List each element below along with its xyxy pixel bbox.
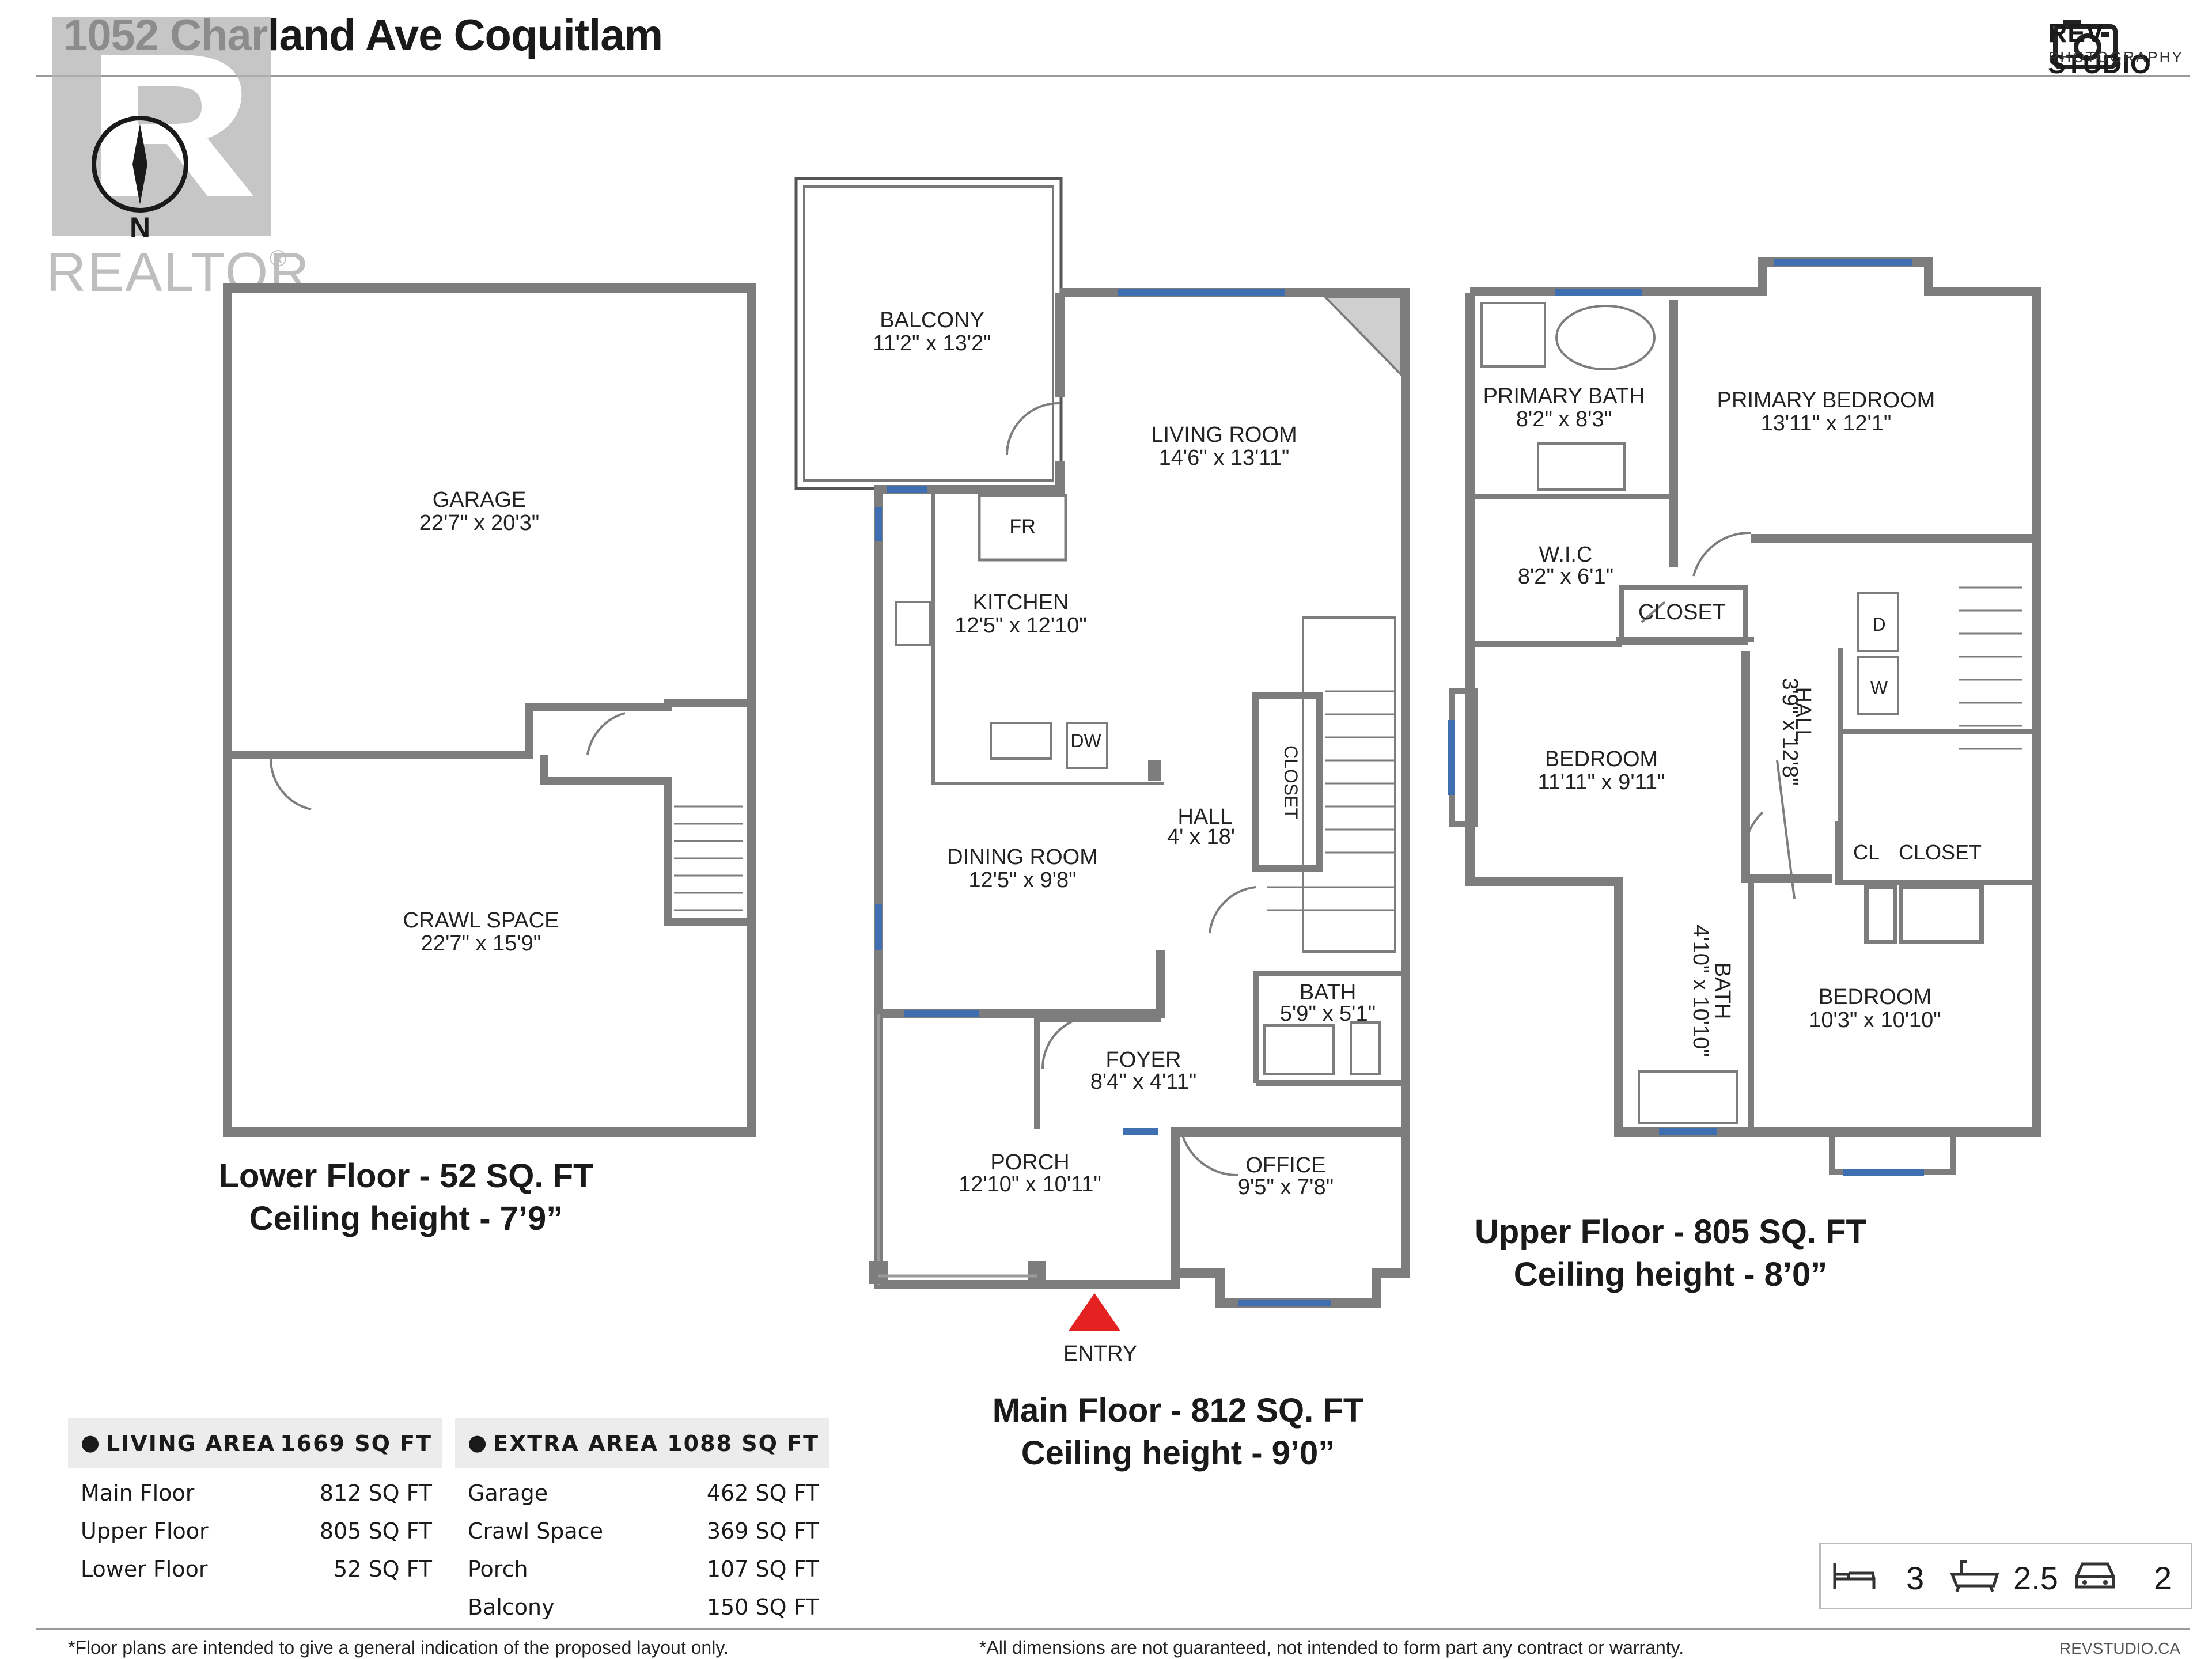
room-bedroom1-name: BEDROOM xyxy=(1545,747,1658,771)
living-area-total: 1669 SQ FT xyxy=(280,1431,432,1456)
living-area-label: LIVING AREA xyxy=(106,1431,276,1456)
compass-icon: N xyxy=(92,116,188,244)
main-floor-ceiling: Ceiling height - 9’0” xyxy=(1021,1434,1335,1472)
entry-arrow-icon xyxy=(1069,1293,1120,1331)
room-dryer-name: D xyxy=(1872,614,1885,635)
living-area-header: ● LIVING AREA 1669 SQ FT xyxy=(68,1418,442,1468)
room-balcony-dim: 11'2" x 13'2" xyxy=(873,331,991,355)
bath-count: 2.5 xyxy=(2013,1560,2058,1596)
room-closet-up2-name: CLOSET xyxy=(1899,840,1982,864)
room-bedroom2-name: BEDROOM xyxy=(1819,985,1931,1009)
room-bedroom2-dim: 10'3" x 10'10" xyxy=(1809,1008,1941,1032)
room-living-name: LIVING ROOM xyxy=(1151,423,1297,447)
logo-subtitle: PHOTOGRAPHY xyxy=(2048,48,2184,66)
table-row: Upper Floor 805 SQ FT xyxy=(81,1518,432,1544)
room-porch-dim: 12'10" x 10'11" xyxy=(959,1172,1101,1196)
room-fr-name: FR xyxy=(1009,516,1035,537)
upper-floor-caption: Upper Floor - 805 SQ. FT Ceiling height … xyxy=(1446,1211,1895,1296)
table-row: Porch 107 SQ FT xyxy=(468,1556,819,1582)
room-garage-name: GARAGE xyxy=(433,488,527,512)
room-porch-name: PORCH xyxy=(990,1150,1069,1175)
logo-name: REV STUDIO xyxy=(2048,18,2152,79)
table-row: Crawl Space 369 SQ FT xyxy=(468,1518,819,1544)
car-icon xyxy=(2075,1562,2115,1589)
bullet-icon: ● xyxy=(81,1430,101,1455)
room-wic-dim: 8'2" x 6'1" xyxy=(1518,565,1613,589)
table-row: Lower Floor 52 SQ FT xyxy=(81,1556,432,1582)
bed-icon xyxy=(1833,1563,1876,1589)
room-bath-up-name: BATH xyxy=(1710,963,1734,1020)
room-foyer-name: FOYER xyxy=(1106,1048,1181,1072)
lower-floor-plan xyxy=(223,283,756,1137)
table-row: Garage 462 SQ FT xyxy=(468,1480,819,1506)
garage-count: 2 xyxy=(2154,1560,2172,1596)
stairs-icon xyxy=(674,586,2022,911)
room-garage-dim: 22'7" x 20'3" xyxy=(419,511,539,535)
room-dining-name: DINING ROOM xyxy=(947,845,1098,869)
bath-icon xyxy=(1950,1560,1999,1592)
room-bath-main-name: BATH xyxy=(1300,980,1357,1005)
footer-disclaimer-left: *Floor plans are intended to give a gene… xyxy=(68,1637,729,1658)
footer-disclaimer-center: *All dimensions are not guaranteed, not … xyxy=(979,1637,1684,1658)
room-hall-up-name: HALL xyxy=(1791,687,1815,741)
room-bath-up-dim: 4'10" x 10'10" xyxy=(1688,925,1713,1057)
room-primary-bath-dim: 8'2" x 8'3" xyxy=(1516,407,1612,431)
room-office-dim: 9'5" x 7'8" xyxy=(1238,1175,1334,1199)
room-crawl-name: CRAWL SPACE xyxy=(403,908,559,933)
room-primary-bath-name: PRIMARY BATH xyxy=(1483,384,1645,408)
room-living-dim: 14'6" x 13'11" xyxy=(1159,446,1290,470)
room-primary-bed-name: PRIMARY BEDROOM xyxy=(1717,388,1936,412)
upper-floor-area: Upper Floor - 805 SQ. FT xyxy=(1475,1213,1866,1251)
room-bedroom1-dim: 11'11" x 9'11" xyxy=(1537,770,1665,794)
entry-label: ENTRY xyxy=(1063,1342,1137,1366)
camera-icon xyxy=(2053,20,2118,69)
room-hall-up-dim: 3'9" x 12'8" xyxy=(1778,677,1802,785)
room-dining-dim: 12'5" x 9'8" xyxy=(968,868,1076,892)
upper-floor-ceiling: Ceiling height - 8’0” xyxy=(1513,1256,1828,1293)
extra-area-table: ● EXTRA AREA 1088 SQ FT Garage 462 SQ FT… xyxy=(455,1418,830,1620)
room-washer-name: W xyxy=(1870,677,1888,698)
main-floor-plan xyxy=(794,177,1410,1308)
realtor-watermark: REALTOR ® xyxy=(46,17,309,303)
room-office-name: OFFICE xyxy=(1245,1153,1325,1177)
main-floor-area: Main Floor - 812 SQ. FT xyxy=(992,1392,1364,1429)
room-closet-main-name: CLOSET xyxy=(1281,745,1301,819)
main-floor-caption: Main Floor - 812 SQ. FT Ceiling height -… xyxy=(956,1389,1400,1475)
footer-divider xyxy=(36,1628,2190,1630)
lower-floor-area: Lower Floor - 52 SQ. FT xyxy=(218,1157,594,1195)
room-bath-main-dim: 5'9" x 5'1" xyxy=(1280,1002,1376,1026)
extra-area-header: ● EXTRA AREA 1088 SQ FT xyxy=(455,1418,830,1468)
living-area-table: ● LIVING AREA 1669 SQ FT Main Floor 812 … xyxy=(68,1418,442,1582)
lower-floor-ceiling: Ceiling height - 7’9” xyxy=(249,1200,563,1237)
room-cl-name: CL xyxy=(1853,840,1880,864)
bed-count: 3 xyxy=(1906,1560,1925,1596)
room-wic-name: W.I.C xyxy=(1539,543,1593,567)
room-kitchen-name: KITCHEN xyxy=(973,590,1069,615)
room-balcony-name: BALCONY xyxy=(880,308,984,332)
room-hall-main-dim: 4' x 18' xyxy=(1167,825,1235,849)
upper-floor-plan xyxy=(1449,257,2041,1175)
extra-area-label: EXTRA AREA xyxy=(493,1431,659,1456)
table-row: Main Floor 812 SQ FT xyxy=(81,1480,432,1506)
room-crawl-dim: 22'7" x 15'9" xyxy=(421,931,541,956)
footer-website: REVSTUDIO.CA xyxy=(2059,1639,2181,1657)
header-divider xyxy=(36,75,2190,77)
lower-floor-caption: Lower Floor - 52 SQ. FT Ceiling height -… xyxy=(184,1155,628,1240)
compass-label: N xyxy=(130,211,150,244)
room-kitchen-dim: 12'5" x 12'10" xyxy=(955,613,1087,638)
extra-area-total: 1088 SQ FT xyxy=(667,1431,819,1456)
room-closet-up-name: CLOSET xyxy=(1638,600,1726,624)
room-dw-name: DW xyxy=(1070,730,1101,751)
table-row: Balcony 150 SQ FT xyxy=(468,1594,819,1620)
room-primary-bed-dim: 13'11" x 12'1" xyxy=(1761,411,1892,435)
bullet-icon: ● xyxy=(468,1430,488,1455)
watermark-mark: ® xyxy=(270,246,286,271)
room-hall-main-name: HALL xyxy=(1177,805,1232,829)
room-foyer-dim: 8'4" x 4'11" xyxy=(1090,1070,1196,1094)
property-stats: 3 2.5 2 xyxy=(1819,1543,2192,1609)
